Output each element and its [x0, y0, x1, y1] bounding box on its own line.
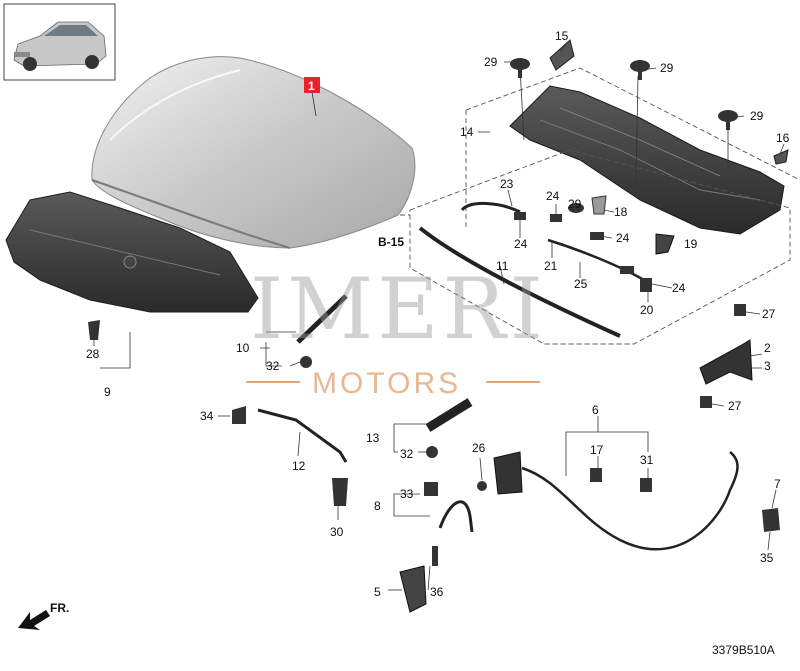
front-arrow-icon — [18, 610, 50, 630]
callout-19[interactable]: 19 — [684, 237, 698, 251]
washer-tube-23 — [460, 201, 521, 214]
callout-15[interactable]: 15 — [555, 29, 569, 43]
joint-24b — [550, 214, 562, 222]
callout-28[interactable]: 28 — [86, 347, 100, 361]
hood-seal — [418, 226, 621, 338]
callout-21[interactable]: 21 — [544, 259, 558, 273]
highlight-box — [304, 77, 320, 93]
hood-insulator — [5, 191, 259, 313]
seal-16 — [773, 149, 789, 165]
bracket-5 — [399, 565, 427, 613]
callout-18[interactable]: 18 — [614, 205, 628, 219]
callout-27b[interactable]: 27 — [728, 399, 742, 413]
callout-33[interactable]: 33 — [400, 487, 414, 501]
callout-13[interactable]: 13 — [366, 431, 380, 445]
direction-label: FR. — [50, 601, 69, 615]
callout-2[interactable]: 2 — [764, 341, 771, 355]
watermark-sub: MOTORS — [312, 367, 461, 400]
callout-10[interactable]: 10 — [236, 341, 250, 355]
seal-15 — [549, 39, 575, 71]
callout-34[interactable]: 34 — [200, 409, 214, 423]
hood-stay-10 — [296, 294, 348, 344]
group-frame-14 — [465, 67, 800, 181]
handle-7 — [762, 508, 780, 532]
callout-32b[interactable]: 32 — [400, 447, 414, 461]
diagram-code: 3379B510A — [712, 643, 775, 657]
leader-lines — [93, 43, 785, 591]
callout-24d[interactable]: 24 — [672, 281, 686, 295]
clip-33 — [424, 482, 438, 496]
bolt-26 — [477, 481, 487, 491]
callout-20[interactable]: 20 — [640, 303, 654, 317]
clip-31 — [640, 478, 652, 492]
hood-hinge — [699, 339, 753, 385]
callout-3[interactable]: 3 — [764, 359, 771, 373]
holder-34 — [232, 406, 246, 424]
joint-24d — [620, 266, 634, 274]
callout-36[interactable]: 36 — [430, 585, 444, 599]
callout-11[interactable]: 11 — [496, 259, 509, 273]
hood-stay-13 — [425, 398, 473, 432]
callout-27a[interactable]: 27 — [762, 307, 776, 321]
fastener-32a — [300, 356, 312, 368]
callout-9[interactable]: 9 — [104, 385, 111, 399]
callout-23[interactable]: 23 — [500, 177, 514, 191]
hood-panel — [91, 56, 416, 249]
bolt-27b — [700, 396, 712, 408]
ref-label: B-15 — [378, 235, 404, 249]
holder-30 — [332, 478, 348, 506]
callout-29b[interactable]: 29 — [660, 61, 674, 75]
hood-latch — [493, 451, 523, 495]
callouts: 1 15 29 29 29 14 16 23 24 29 18 24 24 19… — [86, 29, 790, 599]
clip-17 — [590, 468, 602, 482]
callout-17[interactable]: 17 — [590, 443, 604, 457]
callout-7[interactable]: 7 — [774, 477, 781, 491]
group-frame-hoses — [409, 149, 791, 345]
bolt-27a — [734, 304, 746, 316]
washer-nozzle-19 — [655, 233, 675, 255]
washer-tube-25 — [547, 238, 645, 282]
watermark-brand: IMERI — [250, 260, 547, 358]
callout-24a[interactable]: 24 — [546, 189, 560, 203]
clip-28 — [88, 320, 100, 340]
callout-5[interactable]: 5 — [374, 585, 381, 599]
bolt-36 — [432, 546, 438, 566]
cable-8 — [438, 500, 474, 533]
callout-1[interactable]: 1 — [308, 79, 315, 93]
callout-14[interactable]: 14 — [460, 125, 474, 139]
thumbnail-car — [3, 3, 116, 81]
washer-nozzle-18 — [591, 195, 607, 215]
callout-24c[interactable]: 24 — [514, 237, 528, 251]
callout-12[interactable]: 12 — [292, 459, 306, 473]
callout-6[interactable]: 6 — [592, 403, 599, 417]
joint-24a — [514, 212, 526, 220]
joint-24c — [590, 232, 604, 240]
clip-29b — [630, 60, 650, 80]
prop-rod-12 — [257, 408, 348, 463]
callout-35[interactable]: 35 — [760, 551, 774, 565]
callout-25[interactable]: 25 — [574, 277, 588, 291]
callout-26[interactable]: 26 — [472, 441, 486, 455]
callout-30[interactable]: 30 — [330, 525, 344, 539]
callout-29d[interactable]: 29 — [568, 197, 582, 211]
callout-16[interactable]: 16 — [776, 131, 790, 145]
release-cable-6 — [521, 451, 739, 551]
callout-29a[interactable]: 29 — [484, 55, 498, 69]
callout-24b[interactable]: 24 — [616, 231, 630, 245]
clip-29d — [568, 203, 584, 213]
fastener-32b — [426, 446, 438, 458]
callout-8[interactable]: 8 — [374, 499, 381, 513]
cowl-top — [509, 85, 785, 235]
callout-32a[interactable]: 32 — [266, 359, 280, 373]
clip-20 — [640, 278, 652, 292]
callout-29c[interactable]: 29 — [750, 109, 764, 123]
callout-31[interactable]: 31 — [640, 453, 654, 467]
